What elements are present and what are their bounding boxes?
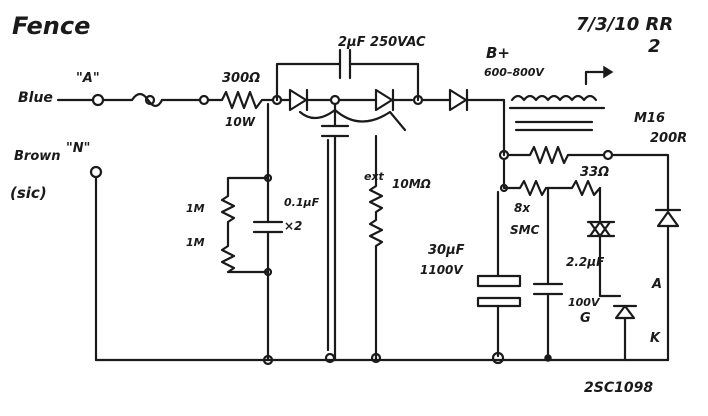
capacitor-2-2uf: [532, 186, 564, 358]
scr-small: [612, 304, 638, 362]
ground-node-2: [324, 352, 336, 364]
input-fuse-symbol: [101, 92, 164, 108]
cap-big-value: 30µF: [428, 243, 465, 258]
bplus-range: 600–800V: [484, 66, 545, 79]
sheet-title: Fence: [12, 12, 90, 40]
diac: [586, 220, 622, 298]
cap-small-mult: ×2: [284, 219, 302, 233]
wire-to-scr-anode: [610, 153, 670, 212]
diode-d1: [279, 88, 332, 112]
capacitor-30uf: [476, 190, 522, 358]
resistor-small-rail: [502, 157, 562, 197]
output-coil: [508, 94, 606, 132]
resistor-200r: [506, 145, 606, 165]
bplus-label: B+: [486, 44, 510, 62]
ground-node-4: [491, 351, 505, 365]
coil-note: ext: [364, 170, 385, 183]
junction-node: [198, 94, 210, 106]
output-arrow-head: [603, 65, 614, 79]
r200-label: 200R: [650, 131, 687, 146]
resistor-input-300: [206, 90, 274, 110]
cap-small-value: 0.1µF: [284, 196, 320, 209]
diac-type-label: SMC: [510, 223, 540, 237]
resistor-1m-bottom: [220, 234, 270, 274]
page-mark: 2: [648, 36, 661, 57]
diode-d2: [337, 88, 414, 112]
scr-gate-label: G: [580, 311, 591, 326]
resistor-33: [558, 179, 602, 197]
ground-node-1: [262, 354, 274, 366]
diac-count-label: 8x: [514, 201, 531, 215]
output-arrow: [584, 70, 606, 86]
resistor-10m: [368, 134, 384, 362]
scr-anode-label: A: [651, 277, 662, 292]
cap-top-label: 2µF 250VAC: [338, 35, 426, 50]
terminal-n-circle: [89, 165, 103, 179]
sic-note: (sic): [10, 184, 47, 202]
left-node-2: [263, 267, 273, 277]
capacitor-2uf: [275, 48, 420, 102]
resistor-1m-top: [220, 176, 270, 238]
terminal-blue-label: Blue: [18, 90, 53, 106]
r-input-power: 10W: [225, 115, 256, 129]
terminal-a-circle: [91, 93, 105, 107]
terminal-brown-label: Brown: [14, 149, 61, 164]
cap-22-value: 2.2µF: [566, 255, 605, 269]
ground-node-5: [544, 354, 552, 362]
cap-big-voltage: 1100V: [420, 263, 464, 277]
date-note: 7/3/10 RR: [576, 14, 673, 35]
terminal-a-tag: "A": [76, 71, 100, 86]
terminal-n-tag: "N": [66, 141, 90, 156]
diode-d3: [420, 88, 506, 112]
ground-node-3: [370, 352, 382, 364]
scr-cathode-label: K: [650, 331, 661, 346]
r1m-bottom-label: 1M: [186, 236, 205, 249]
bridge-link-wire: [298, 108, 407, 132]
scr-main: [654, 208, 682, 362]
r1m-top-label: 1M: [186, 202, 205, 215]
r-input-value: 300Ω: [222, 71, 260, 86]
r33-label: 33Ω: [580, 165, 609, 180]
bridge-node: [329, 94, 341, 106]
r10m-label: 10MΩ: [392, 177, 431, 191]
capacitor-0-1uf: [252, 176, 284, 362]
r200-node: [602, 149, 614, 161]
scr-part-number: 2SC1098: [584, 380, 653, 396]
rail-node: [499, 183, 509, 193]
scr-type-label: M16: [634, 111, 665, 126]
cap-22-voltage: 100V: [568, 296, 601, 309]
capacitor-center: [320, 102, 350, 362]
